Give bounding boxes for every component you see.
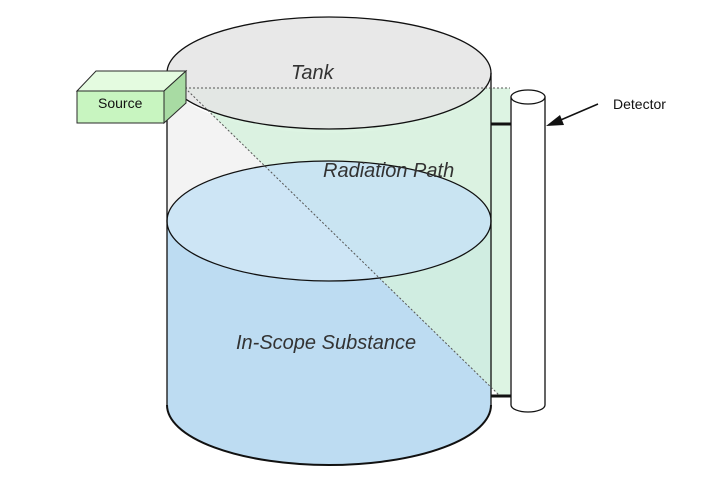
detector-arrow-line [555,103,599,123]
substance-label: In-Scope Substance [236,332,416,354]
source-front-face [76,90,165,124]
source-box [75,69,188,125]
tank-bottom-rim [166,404,492,466]
radiation-line-diagonal [184,87,501,397]
radiation-path-label: Radiation Path [323,160,454,182]
detector-arrow-head [546,115,564,126]
detector-tube [510,89,546,413]
tank-label: Tank [291,62,335,84]
source-label: Source [98,95,143,111]
detector-label: Detector [613,96,666,112]
